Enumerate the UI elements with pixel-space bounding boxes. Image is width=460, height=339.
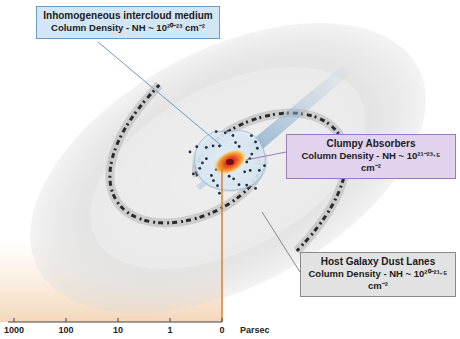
clump	[258, 169, 261, 172]
clump	[232, 177, 235, 180]
nucleus	[189, 130, 268, 194]
clump	[254, 140, 257, 143]
clump	[210, 174, 213, 177]
scale-tick	[222, 318, 223, 322]
scale-tick	[118, 318, 119, 322]
clump	[245, 184, 248, 187]
scale-axis	[8, 322, 222, 323]
clump	[195, 145, 198, 148]
accretion-core	[209, 144, 251, 180]
clump	[201, 162, 204, 165]
clump	[250, 134, 253, 137]
clump	[216, 184, 219, 187]
clump	[249, 169, 252, 172]
clump	[243, 170, 246, 173]
leader-line	[98, 42, 222, 146]
clump	[250, 153, 253, 156]
clump	[205, 157, 208, 160]
leader-line	[246, 152, 286, 160]
clump	[234, 141, 237, 144]
dust-lane	[186, 86, 378, 276]
arm-glow	[78, 60, 270, 250]
clump	[256, 147, 259, 150]
clump	[189, 150, 192, 153]
clump	[228, 175, 231, 178]
clump	[198, 167, 201, 170]
clump	[232, 134, 235, 137]
scale-value: 100	[58, 325, 73, 335]
column-density: Column Density - NH ~ 10²⁰⁻²¹·⁵ cm⁻²	[306, 268, 450, 292]
zero-marker	[221, 160, 223, 322]
column-density: Column Density - NH ~ 10²¹⁻²³·⁵ cm⁻²	[292, 150, 450, 174]
clump	[224, 131, 227, 134]
clump	[212, 179, 215, 182]
clump	[238, 145, 241, 148]
callout-heading: Inhomogeneous intercloud medium	[42, 10, 214, 22]
scale-unit: Parsec	[240, 325, 270, 335]
scale-value: 0	[219, 325, 224, 335]
scale-value: 10	[113, 325, 123, 335]
callout-box: Inhomogeneous intercloud mediumColumn De…	[36, 6, 220, 39]
clump	[263, 164, 266, 167]
clumps	[189, 130, 266, 194]
callout-heading: Clumpy Absorbers	[292, 138, 450, 150]
clump	[212, 145, 215, 148]
dust-lane	[78, 60, 270, 250]
clump	[192, 173, 195, 176]
scale-ticks	[14, 318, 222, 322]
scale-value: 1000	[4, 325, 24, 335]
clump	[218, 192, 221, 195]
scale-value: 1	[167, 325, 172, 335]
cloud-outline	[195, 131, 266, 191]
clump	[254, 187, 257, 190]
callout-box: Clumpy AbsorbersColumn Density - NH ~ 10…	[286, 134, 456, 179]
scale-tick	[66, 318, 67, 322]
scale-tick	[170, 318, 171, 322]
scale-tick	[14, 318, 15, 322]
black-hole	[226, 159, 234, 165]
clump	[238, 183, 241, 186]
column-density: Column Density - NH ~ 10²⁰⁻²³ cm⁻²	[42, 22, 214, 34]
clump	[215, 130, 218, 133]
leader-line	[262, 212, 300, 272]
callout-box: Host Galaxy Dust LanesColumn Density - N…	[300, 252, 456, 297]
clump	[205, 146, 208, 149]
callout-heading: Host Galaxy Dust Lanes	[306, 256, 450, 268]
arm-glow	[186, 86, 378, 276]
